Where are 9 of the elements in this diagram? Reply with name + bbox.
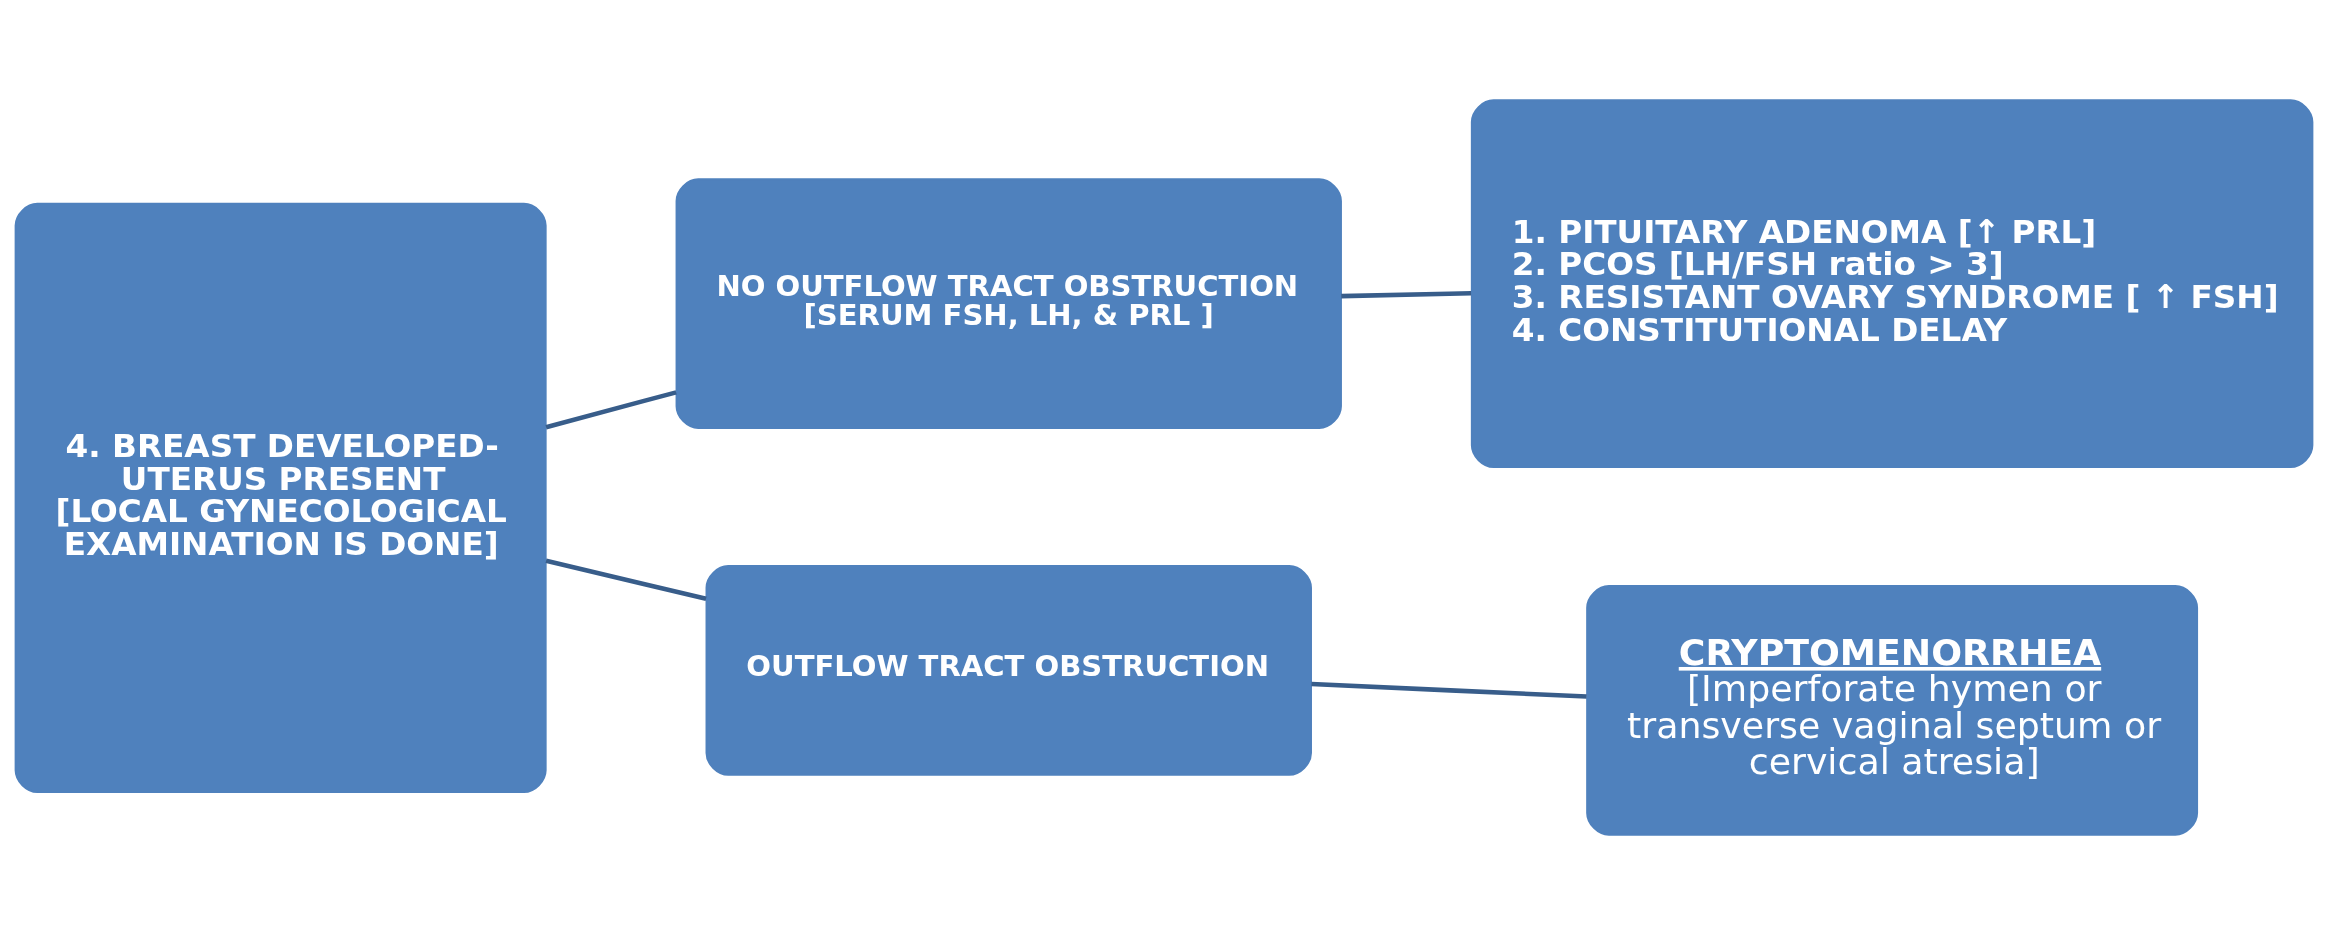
connector [545,389,677,429]
node-box: 4. BREAST DEVELOPED- UTERUS PRESENT [LOCAL GYNECOLOGICAL EXAMINATION IS DONE] [14,202,547,793]
node-box: 1. PITUITARY ADENOMA [↑ PRL] 2. PCOS [LH/FSH ratio > 3] 3. RESISTANT OVARY SYNDROME [ ↑ FSH] 4. CONSTITUTIONAL DELAY [1470,98,2314,468]
connector [545,557,707,601]
node-box: CRYPTOMENORRHEA [Imperforate hymen or transverse vaginal septum or cervical atresia] [1586,584,2199,836]
node-box: NO OUTFLOW TRACT OBSTRUCTION [SERUM FSH, LH, & PRL ] [675,177,1342,429]
node-box: OUTFLOW TRACT OBSTRUCTION [705,564,1312,776]
connector [1341,290,1472,298]
connector [1311,681,1587,699]
